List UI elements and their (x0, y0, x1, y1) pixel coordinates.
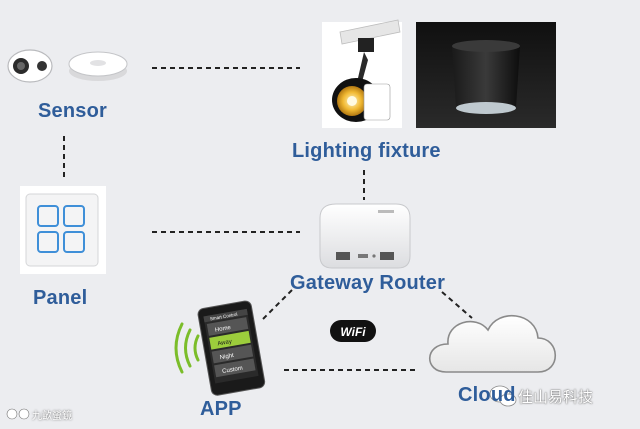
watermark-chat-icon (489, 385, 517, 407)
track-spotlight-photo (322, 19, 402, 128)
sensor-device-disc (68, 51, 128, 81)
wifi-logo-text: WiFi (340, 325, 366, 339)
link-router-cloud (441, 291, 473, 319)
downlight-photo (416, 22, 556, 128)
watermark-bottom-left: 九畝螢鏡 (32, 411, 72, 422)
phone-menu-header: Smart Control (210, 312, 238, 322)
gateway-router-label: Gateway Router (290, 272, 446, 294)
phone-menu-item-night[interactable]: Night (219, 353, 234, 361)
lighting-fixture-label: Lighting fixture (292, 140, 441, 162)
panel-label: Panel (33, 287, 88, 309)
sensor-device-camera (7, 49, 53, 83)
phone-menu-item-away[interactable]: Away (217, 339, 232, 347)
link-router-app (261, 289, 293, 321)
cloud-label: Cloud (458, 384, 516, 406)
gateway-router-device (319, 203, 411, 269)
connection-lines (63, 67, 473, 371)
sensor-label: Sensor (38, 100, 108, 122)
watermark-logo-icon (6, 408, 30, 420)
cloud-icon (429, 315, 556, 373)
wifi-logo-icon: WiFi (330, 320, 376, 342)
watermark-bottom-right: 佳山易科技 (518, 389, 594, 406)
app-label: APP (200, 398, 242, 420)
signal-waves-icon (174, 322, 200, 374)
phone-menu-item-home[interactable]: Home (215, 325, 232, 334)
panel-switch-device (20, 186, 106, 274)
smartphone-device: Smart Control Home Away Night Custom (197, 300, 266, 396)
phone-menu-item-custom[interactable]: Custom (222, 366, 243, 375)
